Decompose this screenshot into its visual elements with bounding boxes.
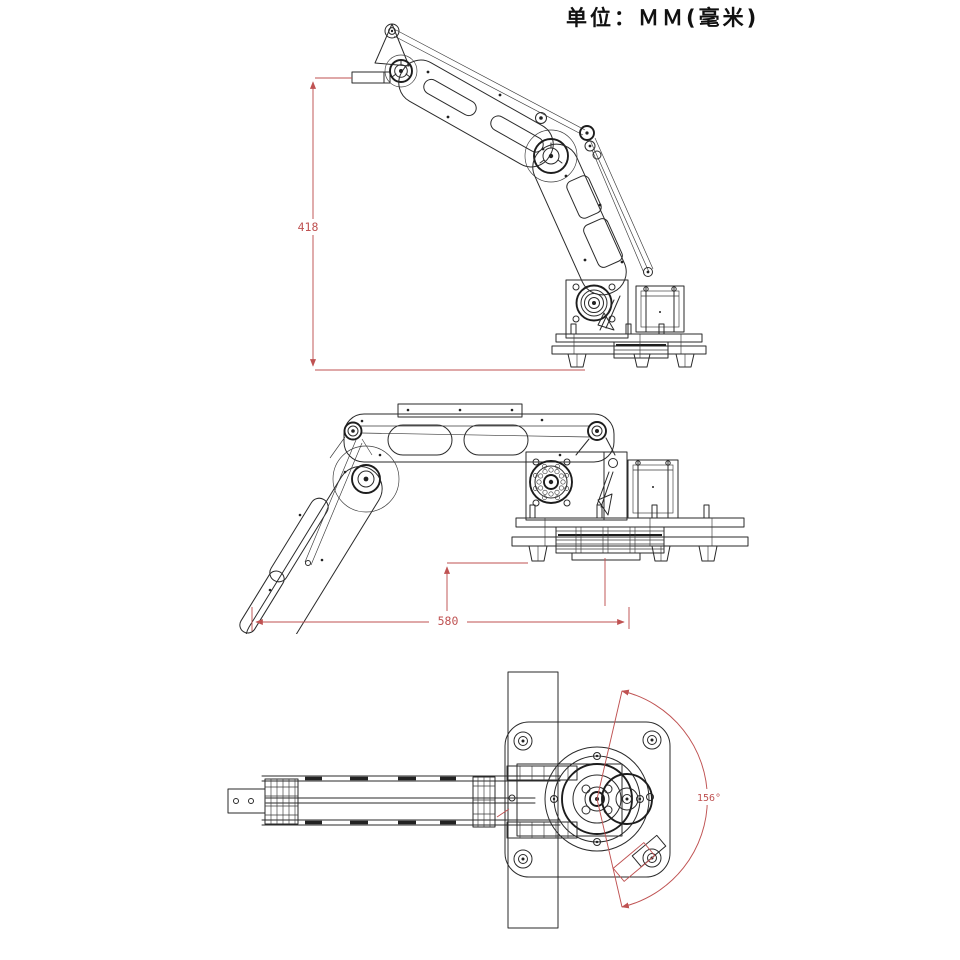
view-side-elevation-raised: 418	[294, 23, 707, 371]
base-plates	[551, 323, 707, 368]
view-top-base: 156°	[227, 671, 725, 929]
base-gearbox-2	[525, 421, 628, 521]
unit-label: 单位：ＭＭ(毫米)	[566, 6, 760, 30]
mounting-column	[507, 671, 559, 929]
corner-bolt	[513, 849, 533, 869]
upper-arm-link-horizontal	[343, 403, 615, 463]
base-plates-2	[511, 504, 749, 562]
view-side-elevation-extended: 580	[239, 403, 749, 634]
elbow-joint	[524, 112, 602, 183]
dimension-height-418: 418	[294, 77, 585, 371]
arm-top-view	[227, 765, 667, 868]
corner-bolt	[642, 730, 662, 750]
base-plate-top	[504, 721, 671, 878]
corner-bolt	[513, 731, 533, 751]
wrist-and-end-bar	[351, 23, 418, 88]
base-gearbox	[565, 279, 629, 339]
forearm-link-2	[239, 439, 383, 634]
forearm-link	[532, 137, 654, 296]
dimension-label-height: 418	[298, 220, 319, 234]
dimension-label-rotation: 156°	[697, 793, 721, 804]
dimension-reach-580: 580	[251, 558, 630, 631]
base-motor-2	[627, 459, 679, 519]
dimension-label-reach: 580	[438, 614, 459, 628]
dimension-rotation-angle: 156°	[496, 689, 725, 909]
upper-arm-link	[393, 29, 586, 168]
base-motor	[635, 285, 685, 333]
